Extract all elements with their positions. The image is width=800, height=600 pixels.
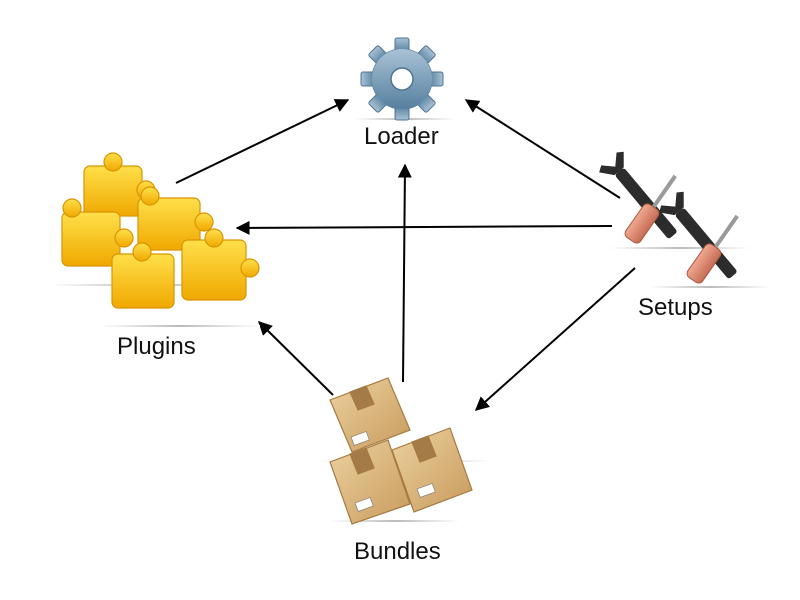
node-label-setups: Setups: [638, 294, 713, 321]
arrow-setups-to-bundles: [474, 267, 636, 411]
arrow-bundles-to-plugins: [258, 321, 334, 396]
cardboard-boxes-icon: [320, 377, 490, 525]
arrow-setups-to-plugins: [235, 220, 613, 235]
arrow-setups-to-loader: [464, 99, 621, 199]
node-label-bundles: Bundles: [354, 538, 441, 565]
wrench-screwdriver-icon: [599, 151, 770, 288]
node-label-loader: Loader: [364, 123, 439, 150]
arrow-bundles-to-loader: [397, 163, 412, 383]
puzzle-pieces-icon: [50, 152, 260, 327]
arrow-plugins-to-loader: [175, 99, 350, 184]
node-label-plugins: Plugins: [117, 333, 196, 360]
edges: [175, 99, 636, 411]
gear-icon: [355, 37, 455, 121]
